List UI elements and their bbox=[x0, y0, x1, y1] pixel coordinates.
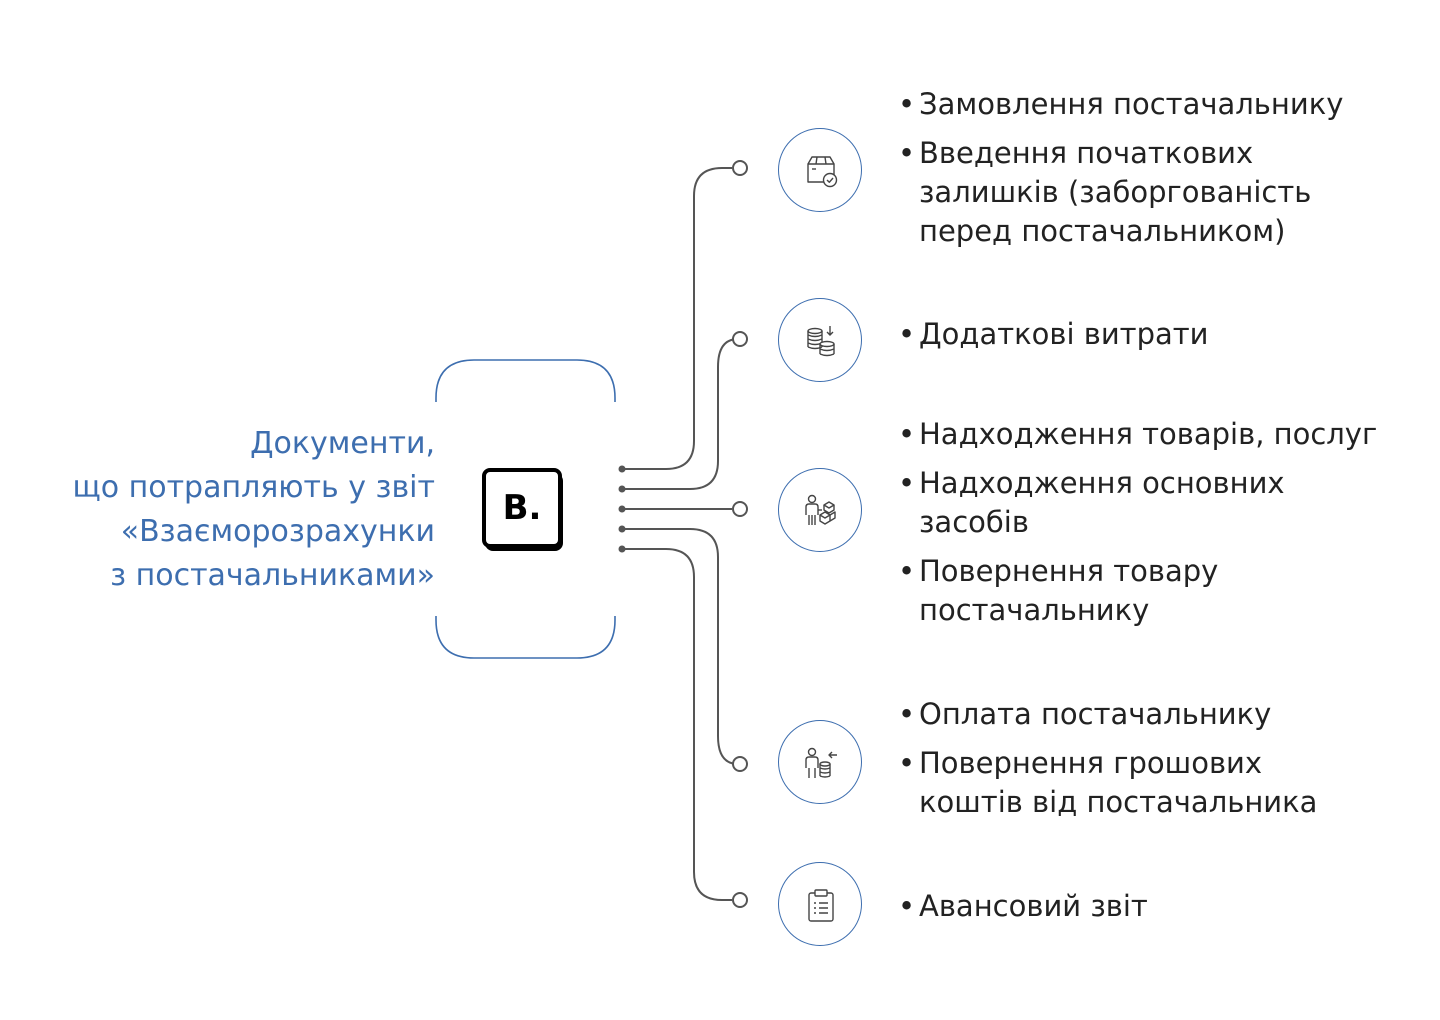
connector-dot-4 bbox=[618, 525, 626, 533]
group-4-icon-circle bbox=[778, 720, 862, 804]
document-item: Надходження товарів, послуг bbox=[898, 415, 1418, 454]
group-1-icon-circle bbox=[778, 128, 862, 212]
connector-end-2 bbox=[732, 331, 748, 347]
logo: B. bbox=[482, 468, 563, 551]
person-coins-icon bbox=[805, 747, 837, 778]
coins-arrow-icon bbox=[807, 326, 835, 357]
connector-dot-2 bbox=[618, 485, 626, 493]
connector-dot-5 bbox=[618, 545, 626, 553]
document-item: Введення початкових залишків (заборгован… bbox=[898, 134, 1339, 251]
connector-end-1 bbox=[732, 160, 748, 176]
bracket-top bbox=[435, 359, 616, 402]
group-3-icon-circle bbox=[778, 468, 862, 552]
document-item: Повернення грошових коштів від постачаль… bbox=[898, 744, 1359, 822]
document-item: Оплата постачальнику bbox=[898, 695, 1418, 734]
document-group-3: Надходження товарів, послуг Надходження … bbox=[898, 415, 1418, 640]
document-item: Надходження основних засобів bbox=[898, 464, 1319, 542]
document-item: Додаткові витрати bbox=[898, 315, 1418, 354]
connector-end-5 bbox=[732, 892, 748, 908]
group-5-icon-circle bbox=[778, 862, 862, 946]
group-2-icon-circle bbox=[778, 298, 862, 382]
clipboard-list-icon bbox=[808, 889, 834, 922]
connector-end-4 bbox=[732, 756, 748, 772]
document-group-4: Оплата постачальнику Повернення грошових… bbox=[898, 695, 1418, 832]
connector-dot-1 bbox=[618, 465, 626, 473]
box-check-icon bbox=[807, 156, 838, 188]
logo-text: B. bbox=[482, 468, 562, 548]
diagram-title: Документи, що потрапляють у звіт «Взаємо… bbox=[35, 422, 435, 598]
title-line: з постачальниками» bbox=[110, 558, 435, 593]
document-group-2: Додаткові витрати bbox=[898, 315, 1418, 364]
connector-4 bbox=[622, 528, 739, 765]
bracket-bottom bbox=[435, 616, 616, 659]
document-item: Авансовий звіт bbox=[898, 887, 1418, 926]
title-line: «Взаєморозрахунки bbox=[120, 514, 435, 549]
connector-1 bbox=[622, 167, 732, 470]
connector-5 bbox=[622, 548, 732, 901]
document-item: Замовлення постачальнику bbox=[898, 85, 1418, 124]
document-group-1: Замовлення постачальнику Введення початк… bbox=[898, 85, 1418, 261]
document-item: Повернення товару постачальнику bbox=[898, 552, 1269, 630]
title-line: Документи, bbox=[250, 426, 435, 461]
connector-2 bbox=[622, 338, 739, 490]
connector-dot-3 bbox=[618, 505, 626, 513]
person-boxes-icon bbox=[805, 494, 836, 525]
connector-end-3 bbox=[732, 501, 748, 517]
document-group-5: Авансовий звіт bbox=[898, 887, 1418, 936]
title-line: що потрапляють у звіт bbox=[72, 470, 435, 505]
